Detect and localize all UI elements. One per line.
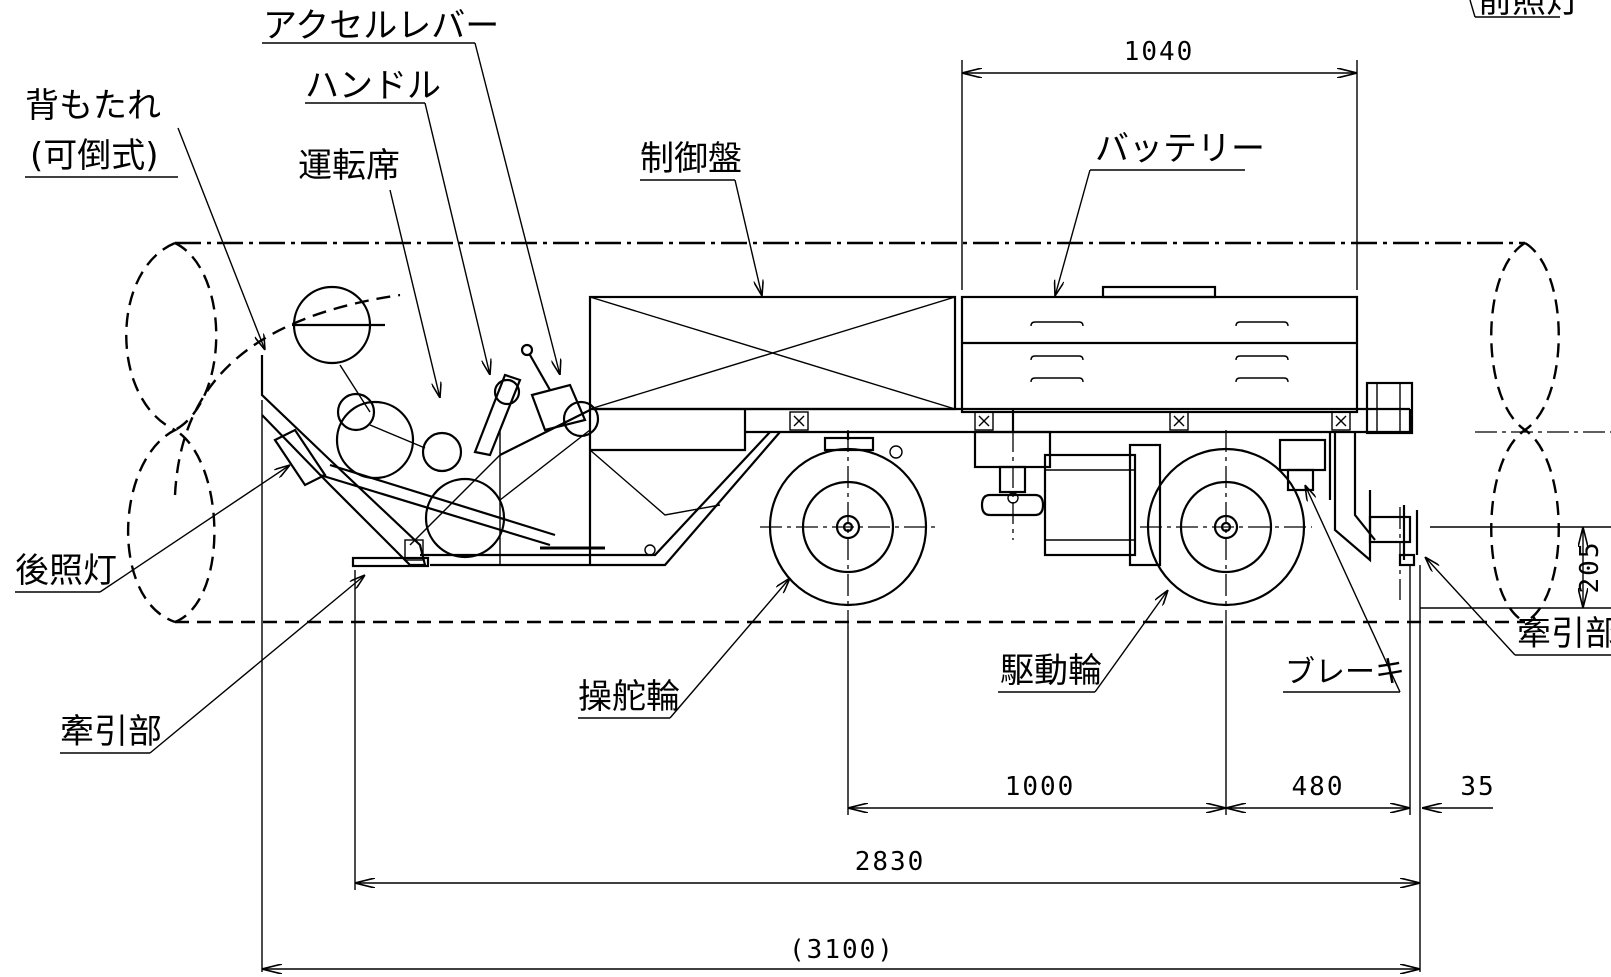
chassis-frame (420, 407, 1412, 567)
label-accelerator-lever: アクセルレバー (263, 6, 499, 46)
control-panel-box (588, 295, 957, 411)
extension-lines (261, 60, 1611, 972)
label-backrest: 背もたれ (25, 86, 161, 126)
steering-handle-assembly (409, 343, 591, 546)
brake-unit (1278, 432, 1332, 500)
front-tow-coupler (1368, 505, 1419, 567)
dim-overall-length: (3100) (789, 935, 895, 965)
rear-light-fixture (351, 556, 430, 568)
operator-figure (292, 285, 600, 559)
dim-coupler-offset: 35 (1460, 772, 1495, 802)
dim-coupler-height: 205 (1575, 541, 1605, 594)
label-drive-wheel: 駆動輪 (1000, 651, 1102, 691)
dim-drive-to-coupler: 480 (1292, 772, 1345, 802)
leader-lines (15, 0, 1611, 754)
label-steering-wheel: 操舵輪 (578, 677, 680, 717)
drive-motor (1043, 443, 1162, 567)
label-brake: ブレーキ (1285, 655, 1405, 690)
dim-coupler-span: 2830 (855, 847, 926, 877)
wheel-center-lines (760, 430, 1401, 625)
label-battery: バッテリー (1095, 129, 1265, 169)
label-rear-light: 後照灯 (15, 551, 117, 591)
label-backrest-note: (可倒式) (30, 136, 159, 176)
label-handle: ハンドル (305, 66, 441, 106)
label-driver-seat: 運転席 (298, 146, 400, 186)
dimension-lines (262, 73, 1583, 969)
caster-unit (973, 409, 1052, 517)
label-tow-rear: 牽引部 (60, 712, 162, 752)
label-control-panel: 制御盤 (640, 139, 742, 179)
label-tow-front: 牽引部 (1517, 614, 1611, 654)
dim-wheelbase: 1000 (1005, 772, 1076, 802)
backrest-frame (260, 355, 605, 567)
label-headlight: 前照灯 (1478, 0, 1580, 21)
dim-battery-length: 1040 (1124, 37, 1195, 67)
battery-box (960, 285, 1359, 414)
tunnel-envelope-outline (125, 241, 1611, 624)
